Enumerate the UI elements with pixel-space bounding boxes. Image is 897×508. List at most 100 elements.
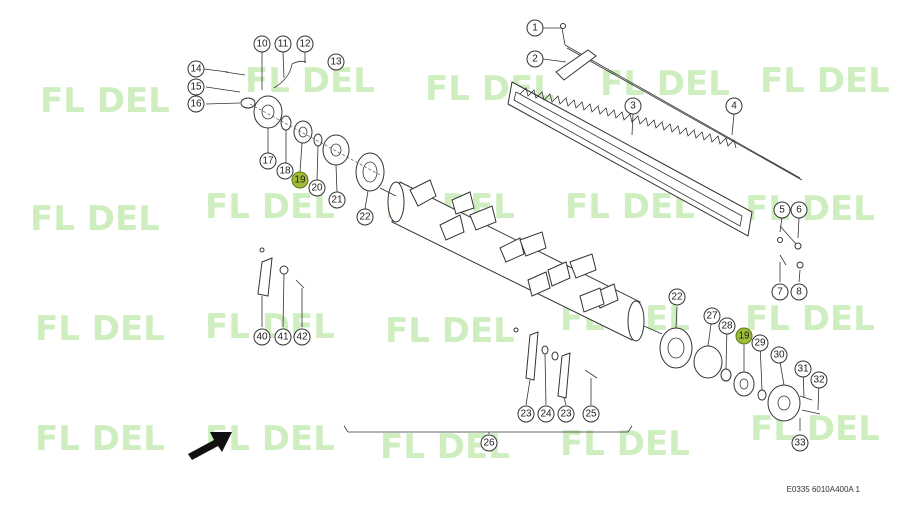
watermark-text: FL DEL bbox=[35, 309, 165, 349]
svg-text:1: 1 bbox=[532, 23, 538, 34]
callout: 20 bbox=[308, 179, 326, 197]
callout: 28 bbox=[718, 317, 736, 335]
leader-lines bbox=[203, 27, 820, 434]
watermark-text: FL DEL bbox=[40, 81, 170, 121]
svg-text:20: 20 bbox=[311, 183, 323, 194]
svg-text:10: 10 bbox=[256, 39, 268, 50]
svg-text:31: 31 bbox=[797, 364, 809, 375]
svg-text:12: 12 bbox=[299, 39, 311, 50]
callout-highlighted: 19 bbox=[735, 327, 753, 345]
svg-text:6: 6 bbox=[796, 205, 802, 216]
svg-text:14: 14 bbox=[190, 64, 202, 75]
svg-text:21: 21 bbox=[331, 195, 343, 206]
knife-bar bbox=[507, 81, 753, 237]
svg-text:8: 8 bbox=[796, 287, 802, 298]
hardware-bolts bbox=[777, 225, 804, 269]
callout: 7 bbox=[771, 283, 789, 301]
callout: 17 bbox=[259, 152, 277, 170]
callout: 13 bbox=[327, 53, 345, 71]
watermark-text: FL DEL bbox=[745, 189, 875, 229]
callout: 24 bbox=[537, 405, 555, 423]
callout: 3 bbox=[624, 97, 642, 115]
svg-text:18: 18 bbox=[279, 166, 291, 177]
callout: 4 bbox=[725, 97, 743, 115]
rod-assembly bbox=[555, 23, 803, 181]
figure-code: E0335 6010A400A 1 bbox=[786, 485, 860, 494]
svg-text:23: 23 bbox=[520, 409, 532, 420]
callout: 22 bbox=[356, 208, 374, 226]
svg-text:7: 7 bbox=[777, 287, 783, 298]
callout-highlighted: 19 bbox=[291, 171, 309, 189]
callout: 23 bbox=[557, 405, 575, 423]
svg-text:23: 23 bbox=[560, 409, 572, 420]
callout: 33 bbox=[791, 434, 809, 452]
watermark-text: FL DEL bbox=[205, 307, 335, 347]
left-bearing-assembly bbox=[224, 60, 385, 192]
callout: 11 bbox=[274, 35, 292, 53]
callout: 12 bbox=[296, 35, 314, 53]
svg-text:22: 22 bbox=[671, 292, 683, 303]
callout: 14 bbox=[187, 60, 205, 78]
callout: 41 bbox=[274, 328, 292, 346]
callout: 32 bbox=[810, 371, 828, 389]
svg-text:16: 16 bbox=[190, 99, 202, 110]
svg-text:26: 26 bbox=[483, 438, 495, 449]
svg-text:5: 5 bbox=[779, 205, 785, 216]
arrow-right-up-icon bbox=[188, 432, 232, 460]
callout: 25 bbox=[582, 405, 600, 423]
callout: 15 bbox=[187, 78, 205, 96]
svg-text:29: 29 bbox=[754, 338, 766, 349]
callout: 30 bbox=[770, 346, 788, 364]
callout-group: 1 2 3 4 5 6 7 8 10 11 12 13 14 15 16 17 … bbox=[187, 19, 828, 452]
svg-text:41: 41 bbox=[277, 332, 289, 343]
watermark-text: FL DEL bbox=[385, 311, 515, 351]
svg-text:24: 24 bbox=[540, 409, 552, 420]
callout: 18 bbox=[276, 162, 294, 180]
svg-text:13: 13 bbox=[330, 57, 342, 68]
svg-text:15: 15 bbox=[190, 82, 202, 93]
callout: 22 bbox=[668, 288, 686, 306]
rotor-shaft bbox=[379, 179, 663, 342]
svg-text:32: 32 bbox=[813, 375, 825, 386]
watermark-text: FL DEL bbox=[600, 64, 730, 104]
watermark-text: FL DEL bbox=[30, 199, 160, 239]
callout: 42 bbox=[293, 328, 311, 346]
watermark-text: FL DEL bbox=[750, 409, 880, 449]
svg-text:3: 3 bbox=[630, 101, 636, 112]
blade-set-left bbox=[257, 247, 305, 297]
callout: 2 bbox=[526, 50, 544, 68]
watermark-text: FL DEL bbox=[745, 299, 875, 339]
callout: 23 bbox=[517, 405, 535, 423]
callout: 40 bbox=[253, 328, 271, 346]
svg-text:28: 28 bbox=[721, 321, 733, 332]
callout: 27 bbox=[703, 307, 721, 325]
svg-text:40: 40 bbox=[256, 332, 268, 343]
svg-text:42: 42 bbox=[296, 332, 308, 343]
svg-text:27: 27 bbox=[706, 311, 718, 322]
callout: 6 bbox=[790, 201, 808, 219]
group-bracket bbox=[343, 425, 633, 433]
svg-text:19: 19 bbox=[738, 331, 750, 342]
watermark-text: FL DEL bbox=[35, 419, 165, 459]
callout: 10 bbox=[253, 35, 271, 53]
watermark-group: FL DEL FL DEL FL DEL FL DEL FL DEL FL DE… bbox=[30, 61, 890, 467]
callout: 29 bbox=[751, 334, 769, 352]
svg-text:2: 2 bbox=[532, 54, 538, 65]
callout: 21 bbox=[328, 191, 346, 209]
svg-text:17: 17 bbox=[262, 156, 274, 167]
callout: 31 bbox=[794, 360, 812, 378]
watermark-text: FL DEL bbox=[760, 61, 890, 101]
callout: 26 bbox=[480, 434, 498, 452]
callout: 5 bbox=[773, 201, 791, 219]
svg-text:30: 30 bbox=[773, 350, 785, 361]
svg-text:33: 33 bbox=[794, 438, 806, 449]
svg-text:22: 22 bbox=[359, 212, 371, 223]
callout: 16 bbox=[187, 95, 205, 113]
watermark-text: FL DEL bbox=[245, 61, 375, 101]
watermark-text: FL DEL bbox=[560, 424, 690, 464]
callout: 8 bbox=[790, 283, 808, 301]
blade-set bbox=[513, 327, 598, 399]
svg-text:19: 19 bbox=[294, 175, 306, 186]
callout: 1 bbox=[526, 19, 544, 37]
